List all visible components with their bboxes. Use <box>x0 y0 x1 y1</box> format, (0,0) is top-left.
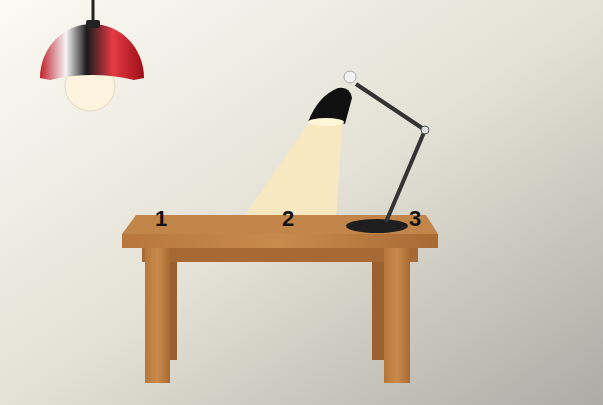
table-leg <box>372 250 384 360</box>
lamp-arm <box>356 84 425 130</box>
lamp-base <box>346 219 408 233</box>
lamp-bulb-glow <box>308 118 344 126</box>
callout-number: 2 <box>282 208 294 230</box>
table-top <box>122 215 438 234</box>
pendant-cap <box>86 20 100 28</box>
table-apron <box>142 248 418 262</box>
table-edge <box>122 234 438 248</box>
callout-number: 1 <box>155 208 167 230</box>
callout-number: 3 <box>409 208 421 230</box>
table-leg <box>145 248 170 383</box>
lamp-joint <box>421 126 429 134</box>
pendant-shade <box>40 24 144 80</box>
table-leg <box>384 248 410 383</box>
lamp-knob <box>344 71 356 83</box>
